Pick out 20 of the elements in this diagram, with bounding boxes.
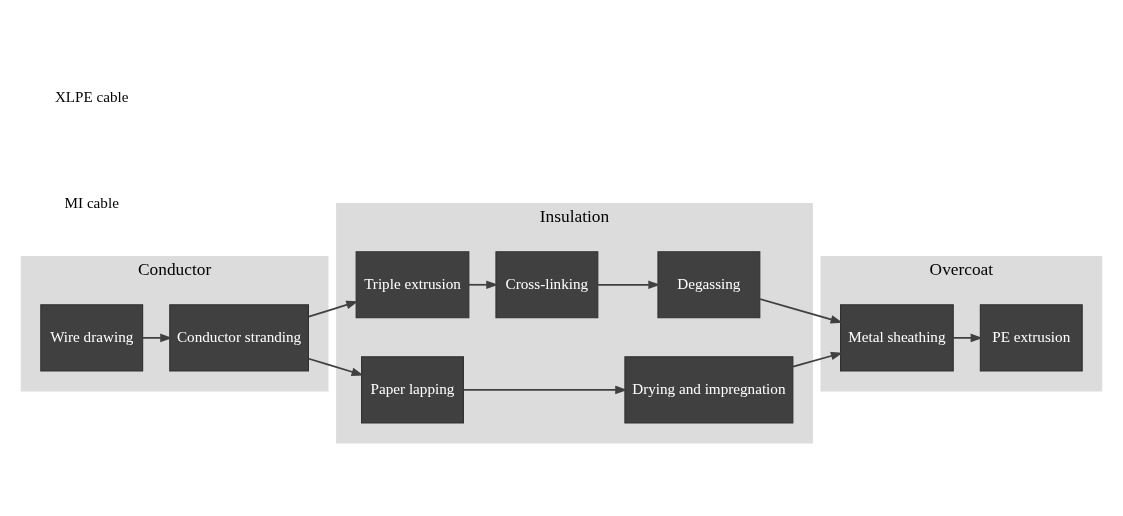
arrow (307, 357, 364, 376)
node-box: Cross-linking (495, 250, 599, 318)
label: XLPE cable (54, 87, 129, 105)
node-box: Drying and impregnation (624, 355, 794, 423)
node-box: Degassing (657, 250, 761, 318)
arrow (468, 280, 499, 289)
arrow (597, 280, 661, 289)
node-box: Triple extrusion (355, 250, 470, 318)
arrow (759, 297, 843, 323)
label: MI cable (64, 193, 119, 211)
node-box: Paper lapping (361, 355, 464, 423)
node-box: PE extrusion (979, 303, 1083, 371)
arrow (141, 333, 173, 342)
node-box: Conductor stranding (169, 303, 309, 371)
node-box: Metal sheathing (840, 303, 954, 371)
node-box: Wire drawing (40, 303, 144, 371)
arrow (462, 385, 628, 394)
arrow (952, 333, 983, 342)
arrow (792, 351, 843, 367)
arrow (307, 300, 359, 317)
